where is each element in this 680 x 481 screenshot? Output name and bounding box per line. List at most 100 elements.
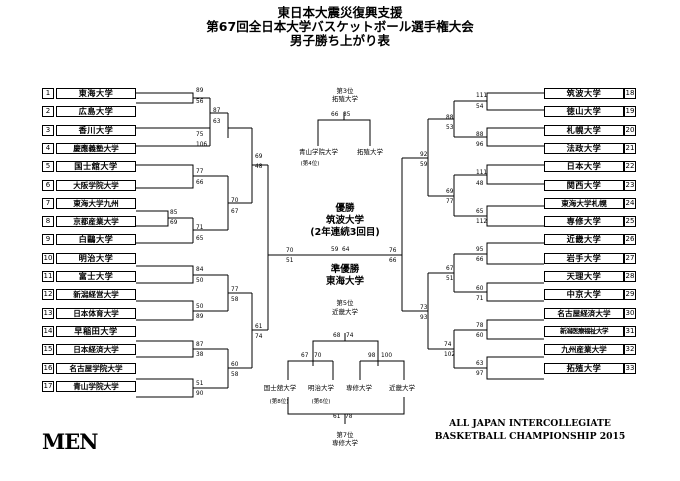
team-name-box: 名古屋学院大学 [56, 362, 136, 374]
score: 64 [342, 247, 350, 253]
score: 78 [345, 414, 353, 420]
champion-team: 筑波大学 [325, 215, 364, 226]
score: 54 [476, 104, 484, 110]
score: 60 [476, 286, 484, 292]
team-name-box: 日本経済大学 [56, 344, 136, 356]
score: 61 [333, 414, 341, 420]
seed-number: 4 [42, 142, 54, 154]
score: 88 [446, 115, 454, 121]
score: 58 [231, 372, 239, 378]
score: 77 [231, 287, 239, 293]
score: 74 [255, 334, 263, 340]
team-name-box: 広島大学 [56, 106, 136, 118]
team-name-box: 日本体育大学 [56, 307, 136, 319]
team-name-box: 東海大学 [56, 88, 136, 99]
runnerup-label: 準優勝 [330, 264, 360, 275]
third-match-left: 青山学院大学 [299, 148, 338, 156]
score: 85 [170, 210, 178, 216]
men-label: MEN [42, 429, 98, 454]
score: 71 [196, 225, 204, 231]
score: 112 [476, 219, 488, 225]
score: 77 [196, 169, 204, 175]
score: 48 [255, 164, 263, 170]
score: 66 [476, 257, 484, 263]
champion-label: 優勝 [335, 203, 355, 214]
team-name-box: 中京大学 [544, 289, 624, 301]
seed-number: 31 [624, 325, 636, 337]
score: 65 [196, 236, 204, 242]
third-place-team: 拓殖大学 [332, 95, 358, 103]
score: 60 [476, 333, 484, 339]
sixth-place-note: (第6位) [311, 399, 331, 405]
seed-number: 18 [624, 88, 636, 99]
score: 111 [476, 170, 488, 176]
seed-number: 30 [624, 307, 636, 319]
score: 48 [476, 181, 484, 187]
lower-team-4: 近畿大学 [389, 384, 415, 392]
seed-number: 8 [42, 216, 54, 228]
score: 84 [196, 267, 204, 273]
seed-number: 15 [42, 344, 54, 356]
score: 97 [476, 371, 484, 377]
team-name-box: 近畿大学 [544, 234, 624, 246]
team-name-box: 富士大学 [56, 271, 136, 282]
seed-number: 19 [624, 106, 636, 118]
score: 66 [389, 258, 397, 264]
runnerup-team: 東海大学 [325, 276, 364, 287]
team-name-box: 関西大学 [544, 179, 624, 191]
score: 98 [368, 353, 376, 359]
seed-number: 1 [42, 88, 54, 99]
seed-number: 20 [624, 124, 636, 136]
fourth-place-note: (第4位) [300, 161, 320, 167]
third-place-label: 第3位 [336, 87, 354, 95]
team-name-box: 徳山大学 [544, 106, 624, 118]
score: 96 [476, 142, 484, 148]
seed-number: 14 [42, 325, 54, 337]
team-name-box: 日本大学 [544, 161, 624, 173]
score: 69 [170, 220, 178, 226]
seed-number: 21 [624, 142, 636, 154]
score: 71 [476, 296, 484, 302]
team-name-box: 国士舘大学 [56, 161, 136, 173]
english-title-line2: BASKETBALL CHAMPIONSHIP 2015 [434, 431, 626, 442]
score: 51 [446, 276, 454, 282]
score: 77 [446, 199, 454, 205]
seed-number: 12 [42, 289, 54, 301]
team-name-box: 東海大学札幌 [544, 197, 624, 209]
score: 74 [444, 342, 452, 348]
team-name-box: 東海大学九州 [56, 197, 136, 209]
score: 67 [301, 353, 309, 359]
fifth-place-label: 第5位 [336, 299, 354, 307]
score: 102 [444, 352, 456, 358]
team-name-box: 大阪学院大学 [56, 179, 136, 191]
score: 51 [286, 258, 294, 264]
team-name-box: 専修大学 [544, 216, 624, 228]
score: 76 [389, 248, 397, 254]
title-line1: 東日本大震災復興支援 [277, 5, 403, 20]
score: 56 [196, 99, 204, 105]
score: 65 [476, 209, 484, 215]
eighth-place-note: (第8位) [269, 399, 289, 405]
team-name-box: 青山学院大学 [56, 380, 136, 392]
seed-number: 27 [624, 252, 636, 264]
score: 111 [476, 93, 488, 99]
seed-number: 33 [624, 362, 636, 374]
score: 70 [231, 198, 239, 204]
team-name-box: 新潟経営大学 [56, 289, 136, 301]
seed-number: 29 [624, 289, 636, 301]
score: 66 [196, 180, 204, 186]
team-name-box: 京都産業大学 [56, 216, 136, 228]
title-line3: 男子勝ち上がり表 [289, 33, 390, 48]
score: 69 [446, 189, 454, 195]
seed-number: 26 [624, 234, 636, 246]
score: 89 [196, 314, 204, 320]
team-name-box: 拓殖大学 [544, 362, 624, 374]
score: 67 [231, 209, 239, 215]
score: 50 [196, 278, 204, 284]
score: 67 [446, 266, 454, 272]
seed-number: 32 [624, 344, 636, 356]
seed-number: 16 [42, 362, 54, 374]
lower-team-3: 専修大学 [346, 384, 372, 392]
score: 59 [331, 247, 339, 253]
